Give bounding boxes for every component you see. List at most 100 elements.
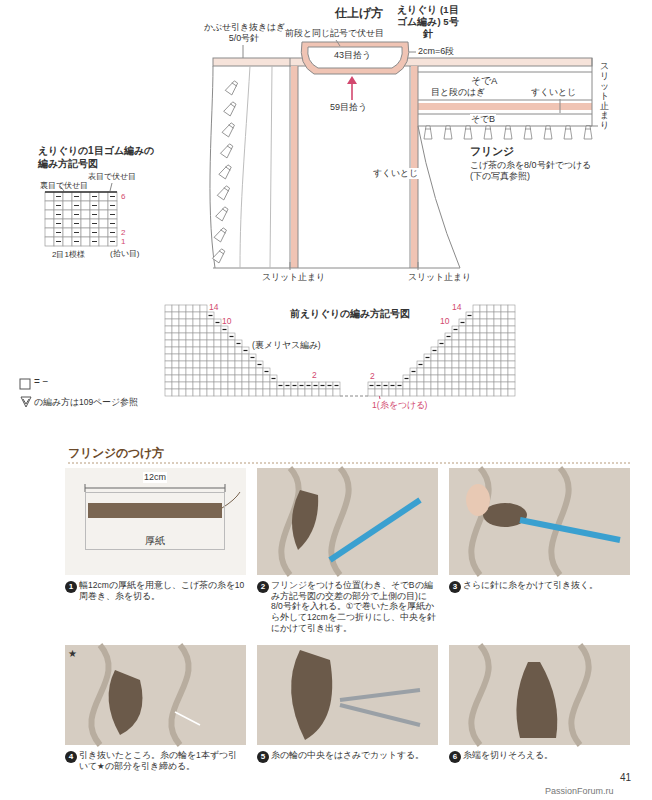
chart-cell: [459, 347, 466, 354]
chart-cell: [45, 201, 54, 210]
chart-cell: [214, 347, 221, 354]
chart-cell: [228, 389, 235, 396]
chart-cell: [431, 347, 438, 354]
tassel: [444, 126, 452, 139]
chart-cell: [445, 340, 452, 347]
chart-cell: [494, 312, 501, 319]
stitch-charts: [45, 192, 515, 396]
chart-cell: [172, 319, 179, 326]
chart-cell: [221, 375, 228, 382]
tassel: [219, 164, 233, 179]
chart-cell: [480, 382, 487, 389]
chart-cell: [501, 326, 508, 333]
chart-cell: [99, 201, 108, 210]
chart-cell: [417, 389, 424, 396]
chart-cell: [445, 368, 452, 375]
fringes: [212, 80, 592, 263]
chart-cell: [179, 312, 186, 319]
chart-cell: [249, 368, 256, 375]
tassel-body: [584, 126, 592, 139]
chart-cell: [193, 382, 200, 389]
chart-cell: [45, 237, 54, 246]
chart-cell: [179, 375, 186, 382]
label-text: 59目拾う: [330, 102, 367, 113]
number-text: 2: [261, 583, 265, 591]
chart-cell: [284, 382, 291, 389]
tassel-tie: [425, 129, 431, 130]
chart-cell: [228, 347, 235, 354]
legend-text: の編み方は109ページ参照: [34, 397, 138, 408]
chart-cell: [459, 389, 466, 396]
chart-cell: [487, 354, 494, 361]
bind-off-mark: [265, 371, 269, 372]
chart-cell: [466, 333, 473, 340]
chart-cell: [63, 237, 72, 246]
chart-cell: [459, 326, 466, 333]
chart-cell: [179, 389, 186, 396]
legend-text: = −: [34, 376, 48, 389]
pick-up-arrow: [347, 76, 357, 100]
chart-cell: [193, 319, 200, 326]
chart-cell: [473, 305, 480, 312]
chart-cell: [445, 333, 452, 340]
chart-cell: [193, 340, 200, 347]
chart-cell: [473, 389, 480, 396]
bind-off-mark: [293, 385, 297, 386]
chart-cell: [396, 389, 403, 396]
label-text: かぶせ引き抜きはぎ 5/0号針: [198, 22, 290, 45]
chart-cell: [81, 210, 90, 219]
chart-cell: [186, 368, 193, 375]
label-text: 目と段のはぎ: [430, 87, 486, 98]
tassel-tie: [230, 104, 235, 107]
chart-cell: [63, 210, 72, 219]
chart-cell: [256, 361, 263, 368]
chart-cell: [193, 326, 200, 333]
label-text: PassionForum.ru: [545, 786, 614, 797]
label-text: えりぐり (1目ゴム編み) 5号針: [395, 4, 461, 40]
chart-cell: [186, 389, 193, 396]
chart-cell: [508, 326, 515, 333]
chart-cell: [312, 389, 319, 396]
row-number: 1: [121, 237, 125, 247]
chart-cell: [501, 340, 508, 347]
chart-cell: [459, 361, 466, 368]
chart-cell: [193, 333, 200, 340]
chart-cell: [410, 382, 417, 389]
chart-cell: [90, 201, 99, 210]
chart-cell: [480, 312, 487, 319]
chart-cell: [45, 210, 54, 219]
chart-cell: [431, 389, 438, 396]
label-text: 仕上げ方: [335, 6, 383, 21]
chart-cell: [228, 375, 235, 382]
chart-cell: [305, 389, 312, 396]
chart-cell: [200, 340, 207, 347]
chart-cell: [193, 368, 200, 375]
chart-cell: [207, 319, 214, 326]
tassel: [216, 206, 230, 221]
chart-cell: [165, 319, 172, 326]
chart-cell: [445, 354, 452, 361]
label-text: フリンジ: [470, 145, 514, 159]
label-text: こげ茶の糸を8/0号針でつける (下の写真参照): [470, 160, 602, 183]
purl-mark: [92, 223, 97, 224]
label-text: 2cm=6段: [418, 46, 454, 57]
chart-cell: [214, 326, 221, 333]
tassel-body: [212, 248, 226, 263]
tassel-body: [564, 126, 572, 139]
chart-cell: [72, 201, 81, 210]
chart-cell: [487, 347, 494, 354]
chart-cell: [172, 382, 179, 389]
chart-cell: [200, 375, 207, 382]
chart-cell: [473, 361, 480, 368]
purl-mark: [110, 241, 115, 242]
row-number: 1(糸をつける): [372, 400, 427, 411]
chart-cell: [480, 326, 487, 333]
bind-off-mark: [244, 350, 248, 351]
chart-cell: [207, 354, 214, 361]
chart-cell: [501, 319, 508, 326]
chart-cell: [452, 333, 459, 340]
tassel: [214, 227, 228, 242]
chart-cell: [235, 347, 242, 354]
chart-cell: [63, 192, 72, 201]
bind-off-mark: [307, 385, 311, 386]
